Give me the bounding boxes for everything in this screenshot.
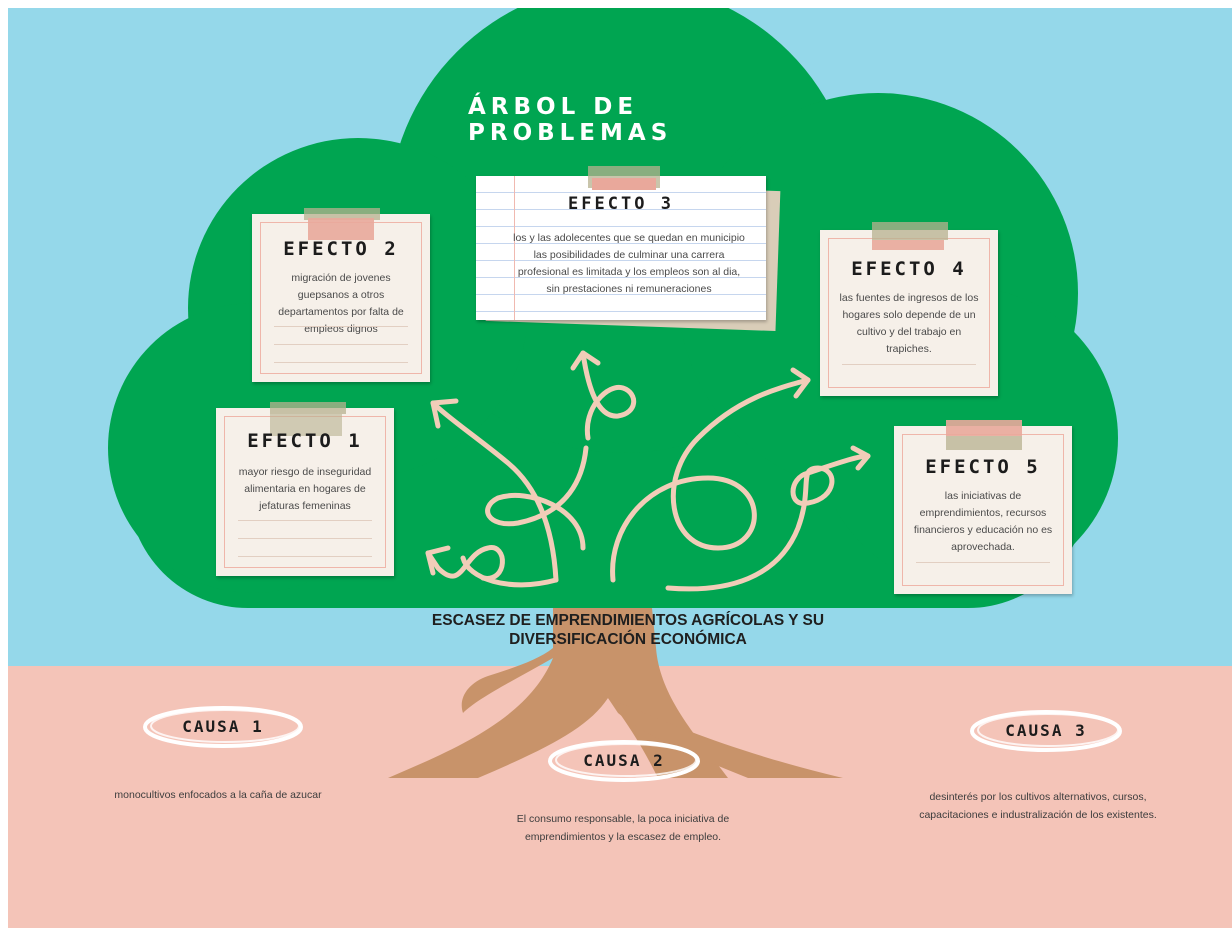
effect-2-text: migración de jovenes guepsanos a otros d… bbox=[278, 272, 404, 335]
causa-2-text: El consumo responsable, la poca iniciati… bbox=[516, 813, 730, 843]
effect-4-title: EFECTO 4 bbox=[851, 258, 967, 280]
effect-1-title: EFECTO 1 bbox=[247, 430, 363, 452]
causa-1-text: monocultivos enfocados a la caña de azuc… bbox=[114, 789, 322, 801]
tree-trunk bbox=[388, 568, 843, 778]
effect-5-title: EFECTO 5 bbox=[925, 456, 1041, 478]
causa-3-title: CAUSA 3 bbox=[1005, 721, 1087, 740]
effect-4-card: EFECTO 4 las fuentes de ingresos de los … bbox=[820, 222, 998, 396]
central-problem: ESCASEZ DE EMPRENDIMIENTOS AGRÍCOLAS Y S… bbox=[431, 612, 825, 648]
effect-1-card: EFECTO 1 mayor riesgo de inseguridad ali… bbox=[216, 402, 394, 576]
causa-1-ring bbox=[143, 706, 303, 748]
causa-1-title: CAUSA 1 bbox=[182, 717, 264, 736]
effect-3-card: EFECTO 3 los y las adolecentes que se qu… bbox=[476, 166, 766, 320]
effect-4-text: las fuentes de ingresos de los hogares s… bbox=[839, 292, 979, 355]
effect-1-text: mayor riesgo de inseguridad alimentaria … bbox=[238, 466, 372, 512]
effect-3-text: los y las adolecentes que se quedan en m… bbox=[513, 232, 745, 295]
effect-arrows bbox=[425, 350, 871, 592]
effect-5-text: las iniciativas de emprendimientos, recu… bbox=[913, 490, 1053, 553]
causa-2-ring bbox=[548, 740, 700, 782]
effect-5-card: EFECTO 5 las iniciativas de emprendimien… bbox=[894, 420, 1072, 594]
effect-2-card: EFECTO 2 migración de jovenes guepsanos … bbox=[252, 208, 430, 382]
effect-3-title: EFECTO 3 bbox=[568, 194, 674, 214]
problem-tree-canvas: ÁRBOL DE PROBLEMAS EFECTO 2 migración de… bbox=[8, 8, 1232, 928]
causa-3-ring bbox=[970, 710, 1122, 752]
effect-2-title: EFECTO 2 bbox=[283, 238, 399, 260]
causa-2-title: CAUSA 2 bbox=[583, 751, 665, 770]
page-title: ÁRBOL DE PROBLEMAS bbox=[468, 94, 673, 146]
causa-3-text: desinterés por los cultivos alternativos… bbox=[919, 791, 1157, 821]
